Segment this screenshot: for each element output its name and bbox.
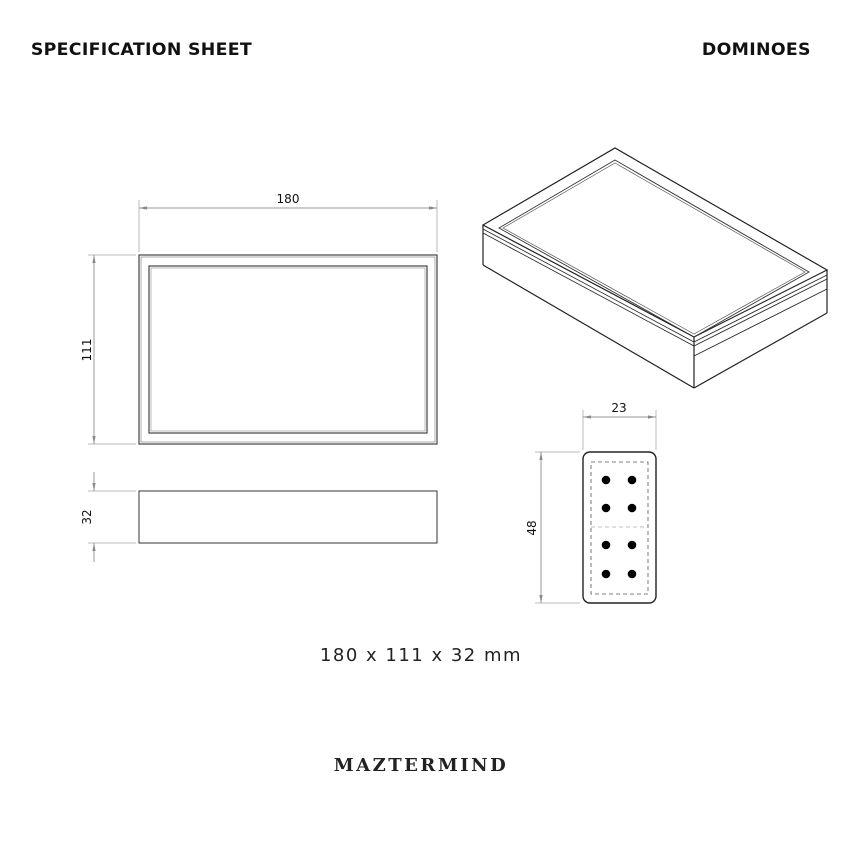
domino-pips [601,475,637,579]
domino-view: 23 48 [525,401,657,604]
domino-width-label: 23 [611,401,626,415]
width-label: 180 [277,192,300,206]
side-view: 32 [80,472,438,562]
product-name: DOMINOES [702,40,812,60]
side-height-label: 32 [80,509,94,524]
domino-height-label: 48 [525,520,539,535]
isometric-view [481,147,829,389]
top-view: 180 111 [80,192,438,445]
sheet-title: SPECIFICATION SHEET [30,40,253,60]
brand-logo: MAZTERMIND [333,755,509,776]
overall-dimensions: 180 x 111 x 32 mm [319,645,523,666]
height-label: 111 [80,339,94,362]
